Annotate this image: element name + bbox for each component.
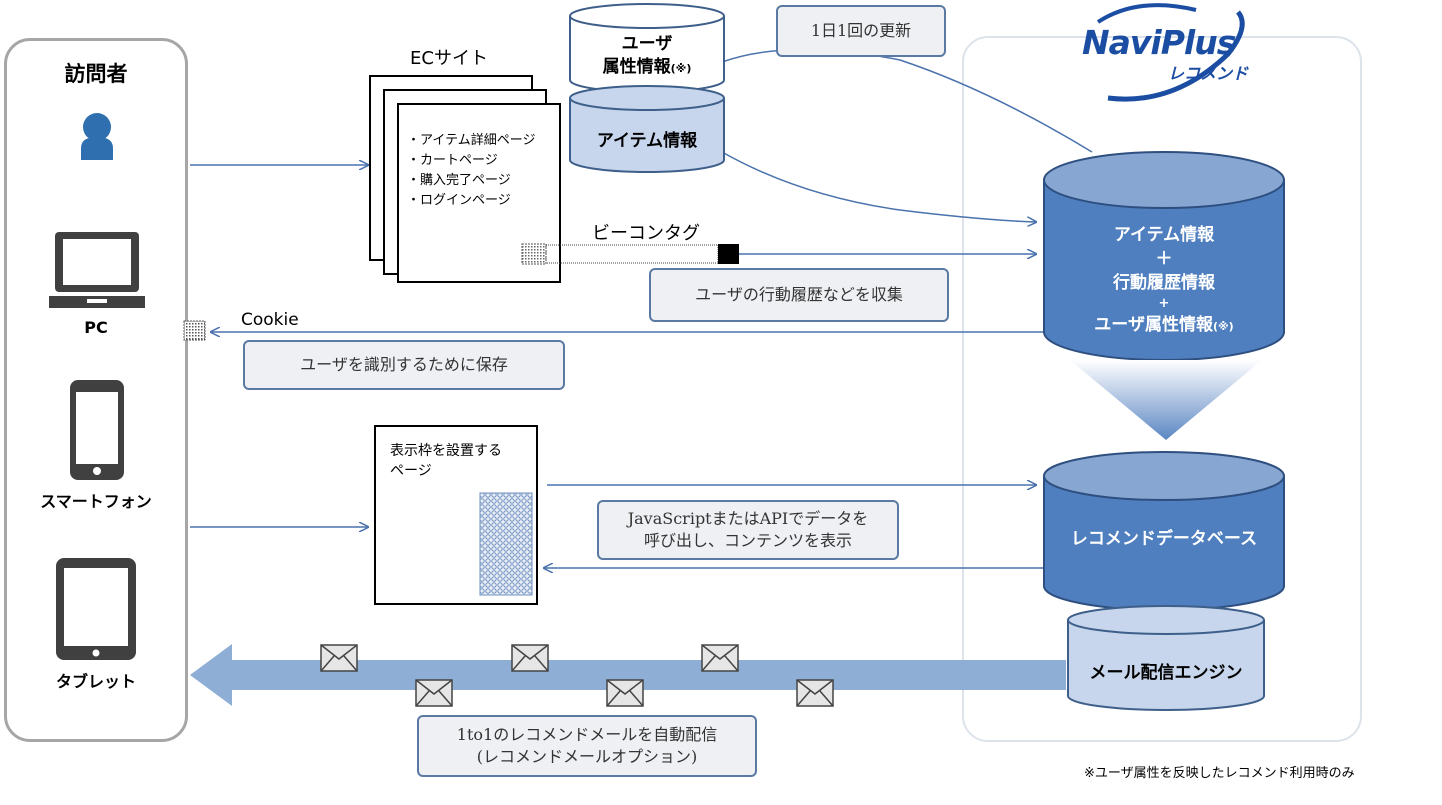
ec-page-item: ・アイテム詳細ページ bbox=[407, 133, 536, 148]
ec-page-item: ・カートページ bbox=[407, 153, 498, 168]
combined-line1: アイテム情報 bbox=[1113, 225, 1215, 245]
brand-name: NaviPlus bbox=[1082, 23, 1236, 62]
combined-plus2: + bbox=[1158, 296, 1170, 312]
laptop-icon bbox=[49, 232, 145, 308]
envelope-icon bbox=[320, 644, 358, 672]
user-attr-item-cylinders bbox=[569, 3, 725, 173]
person-icon bbox=[81, 113, 113, 160]
note-daily-update: 1日1回の更新 bbox=[776, 5, 946, 57]
combined-db-label: アイテム情報 ＋ 行動履歴情報 + ユーザ属性情報(※) bbox=[1044, 224, 1284, 337]
note-mail-line1: 1to1のレコメンドメールを自動配信 bbox=[456, 725, 718, 745]
ec-site-title: ECサイト bbox=[410, 48, 488, 69]
combined-note: (※) bbox=[1212, 319, 1234, 333]
combined-plus1: ＋ bbox=[1155, 248, 1173, 269]
recommend-frame-widget bbox=[479, 492, 533, 596]
user-attr-note: (※) bbox=[670, 62, 692, 75]
beacon-tag-label: ビーコンタグ bbox=[592, 223, 700, 244]
visitor-title: 訪問者 bbox=[64, 62, 128, 86]
user-attr-db-label: ユーザ 属性情報(※) bbox=[570, 33, 724, 80]
item-info-db-label: アイテム情報 bbox=[596, 131, 698, 151]
note-js-api: JavaScriptまたはAPIでデータを 呼び出し、コンテンツを表示 bbox=[597, 500, 899, 560]
ec-page-item: ・購入完了ページ bbox=[407, 173, 511, 188]
combined-line2: 行動履歴情報 bbox=[1113, 272, 1215, 293]
note-mail-delivery: 1to1のレコメンドメールを自動配信 (レコメンドメールオプション) bbox=[417, 715, 757, 777]
note-save-identify: ユーザを識別するために保存 bbox=[243, 340, 565, 390]
funnel-arrow bbox=[1070, 360, 1262, 440]
cookie-label: Cookie bbox=[241, 310, 299, 330]
display-page-text: 表示枠を設置する ページ bbox=[390, 441, 502, 481]
naviplus-panel bbox=[962, 36, 1362, 742]
naviplus-logo bbox=[1096, 3, 1245, 102]
device-label-tablet: タブレット bbox=[55, 672, 136, 691]
envelope-icon bbox=[511, 644, 549, 672]
combined-line3: ユーザ属性情報 bbox=[1094, 314, 1213, 335]
note-collect-history: ユーザの行動履歴などを収集 bbox=[649, 268, 949, 322]
display-page-line2: ページ bbox=[390, 463, 432, 479]
device-label-pc: PC bbox=[84, 318, 108, 337]
note-js-api-line1: JavaScriptまたはAPIでデータを bbox=[627, 509, 869, 529]
envelope-icon bbox=[796, 679, 834, 707]
mail-engine-label: メール配信エンジン bbox=[1089, 663, 1243, 683]
note-mail-line2: (レコメンドメールオプション) bbox=[476, 747, 698, 766]
cookie-icon bbox=[183, 320, 206, 341]
visitor-panel bbox=[4, 38, 188, 742]
user-attr-line2: 属性情報 bbox=[602, 57, 671, 77]
combined-db-cylinder bbox=[1043, 151, 1285, 361]
ec-page-item: ・ログインページ bbox=[407, 193, 511, 208]
envelope-icon bbox=[415, 679, 453, 707]
recommend-db-label: レコメンドデータベース bbox=[1070, 529, 1258, 549]
mail-delivery-arrow bbox=[190, 644, 1066, 706]
mail-engine-cylinder bbox=[1067, 605, 1265, 711]
device-label-smartphone: スマートフォン bbox=[40, 492, 152, 511]
smartphone-icon bbox=[70, 380, 124, 480]
tablet-icon bbox=[56, 558, 136, 660]
envelope-icon bbox=[606, 679, 644, 707]
ec-page-list: ・アイテム詳細ページ ・カートページ ・購入完了ページ ・ログインページ bbox=[407, 131, 535, 211]
display-page-line1: 表示枠を設置する bbox=[390, 443, 502, 459]
user-attr-line1: ユーザ bbox=[621, 34, 673, 54]
envelope-icon bbox=[701, 644, 739, 672]
brand-subname: レコメンド bbox=[1168, 64, 1249, 83]
footnote: ※ユーザ属性を反映したレコメンド利用時のみ bbox=[1084, 766, 1355, 781]
note-js-api-line2: 呼び出し、コンテンツを表示 bbox=[643, 531, 852, 550]
